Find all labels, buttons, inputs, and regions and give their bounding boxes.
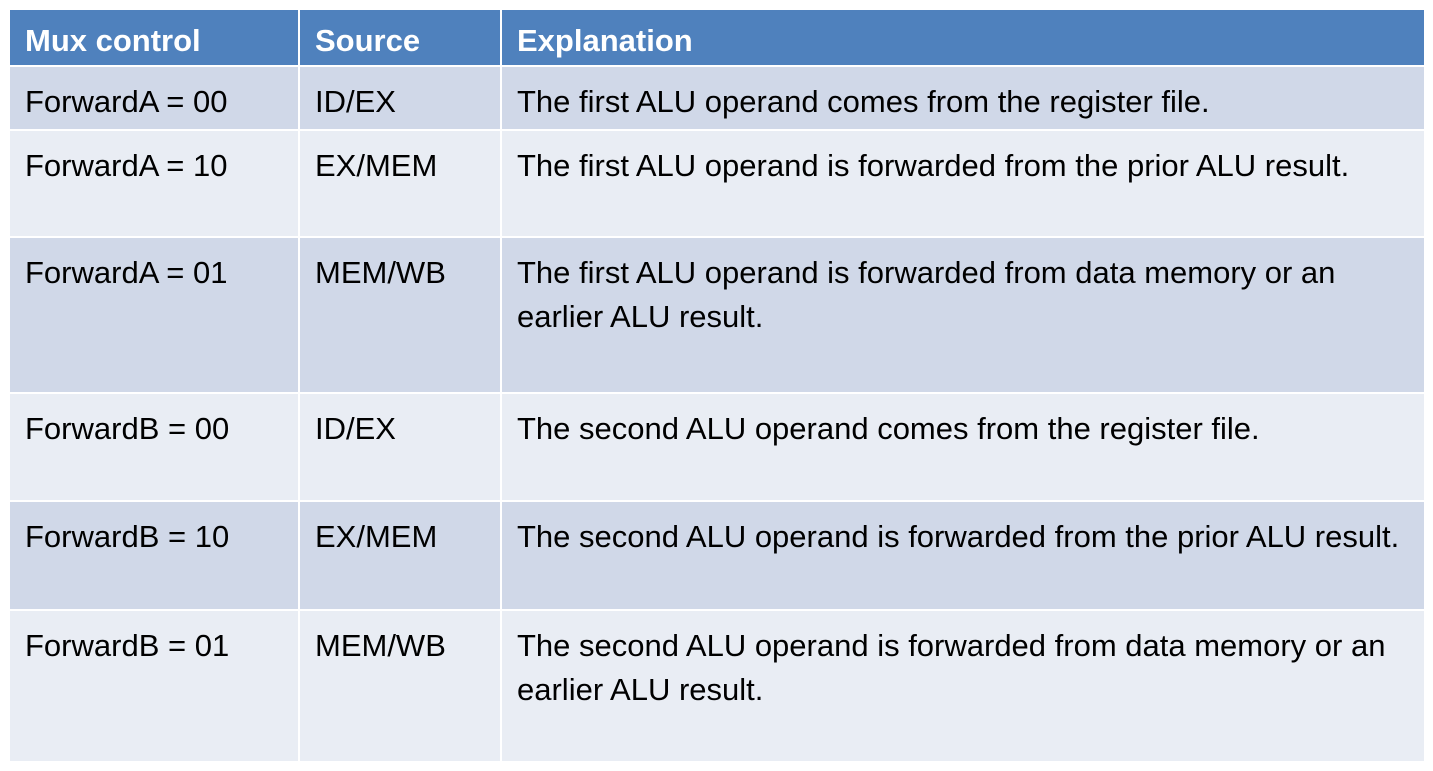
header-source: Source xyxy=(298,8,502,67)
cell-explanation: The first ALU operand comes from the reg… xyxy=(500,65,1426,131)
table-row: ForwardB = 01 MEM/WB The second ALU oper… xyxy=(8,609,1426,763)
cell-mux-control: ForwardB = 01 xyxy=(8,609,300,763)
header-mux-control: Mux control xyxy=(8,8,300,67)
cell-explanation: The second ALU operand is forwarded from… xyxy=(500,609,1426,763)
cell-mux-control: ForwardA = 10 xyxy=(8,129,300,238)
cell-mux-control: ForwardA = 00 xyxy=(8,65,300,131)
cell-source: ID/EX xyxy=(298,392,502,502)
table-row: ForwardB = 00 ID/EX The second ALU opera… xyxy=(8,392,1426,502)
cell-explanation: The second ALU operand comes from the re… xyxy=(500,392,1426,502)
cell-source: MEM/WB xyxy=(298,609,502,763)
table-row: ForwardA = 01 MEM/WB The first ALU opera… xyxy=(8,236,1426,394)
forwarding-mux-table: Mux control Source Explanation ForwardA … xyxy=(8,8,1426,763)
cell-explanation: The second ALU operand is forwarded from… xyxy=(500,500,1426,611)
cell-source: MEM/WB xyxy=(298,236,502,394)
header-explanation: Explanation xyxy=(500,8,1426,67)
cell-mux-control: ForwardB = 00 xyxy=(8,392,300,502)
cell-mux-control: ForwardA = 01 xyxy=(8,236,300,394)
cell-source: ID/EX xyxy=(298,65,502,131)
header-row: Mux control Source Explanation xyxy=(8,8,1426,67)
cell-explanation: The first ALU operand is forwarded from … xyxy=(500,129,1426,238)
table-header: Mux control Source Explanation xyxy=(8,8,1426,67)
table-body: ForwardA = 00 ID/EX The first ALU operan… xyxy=(8,65,1426,763)
table-row: ForwardA = 00 ID/EX The first ALU operan… xyxy=(8,65,1426,131)
cell-source: EX/MEM xyxy=(298,129,502,238)
cell-mux-control: ForwardB = 10 xyxy=(8,500,300,611)
table-row: ForwardA = 10 EX/MEM The first ALU opera… xyxy=(8,129,1426,238)
cell-source: EX/MEM xyxy=(298,500,502,611)
cell-explanation: The first ALU operand is forwarded from … xyxy=(500,236,1426,394)
table-row: ForwardB = 10 EX/MEM The second ALU oper… xyxy=(8,500,1426,611)
